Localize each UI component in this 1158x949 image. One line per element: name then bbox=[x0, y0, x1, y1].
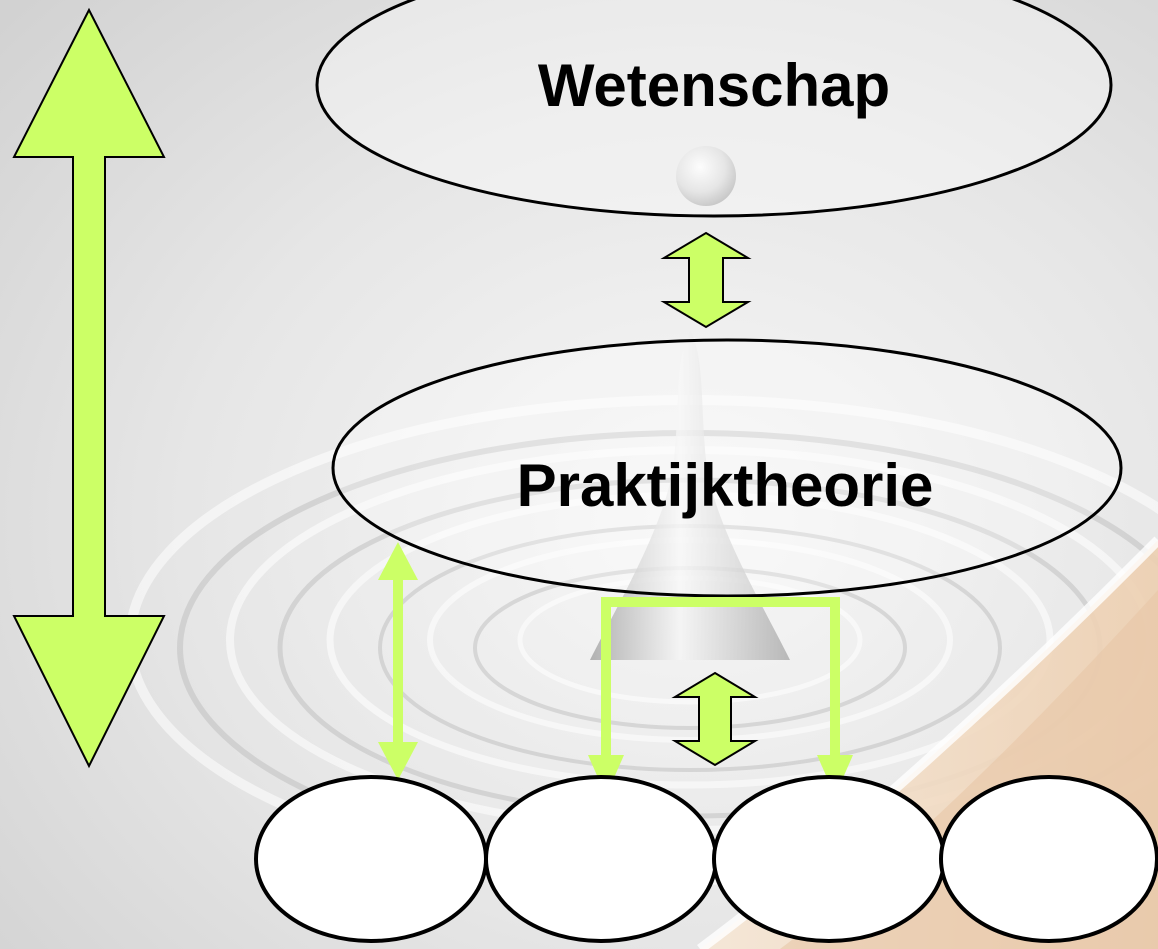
label-wetenschap: Wetenschap bbox=[538, 52, 890, 119]
ellipse-wetenschap bbox=[315, 0, 1113, 218]
double-arrow-bottom-center bbox=[671, 671, 759, 767]
water-drop-column bbox=[590, 146, 790, 660]
label-praktijktheorie: Praktijktheorie bbox=[517, 452, 934, 519]
bottom-ellipse-2 bbox=[484, 775, 718, 943]
water-drop bbox=[676, 146, 736, 206]
double-arrow-wetenschap-praktijktheorie bbox=[660, 231, 752, 329]
bottom-ellipse-4 bbox=[939, 775, 1158, 943]
node-praktijktheorie: Praktijktheorie bbox=[331, 338, 1123, 598]
bottom-ellipse-1 bbox=[254, 775, 488, 943]
thin-double-arrow-left bbox=[378, 542, 418, 780]
ellipse-praktijktheorie bbox=[331, 338, 1123, 598]
large-vertical-double-arrow bbox=[12, 7, 166, 769]
bottom-ellipse-3 bbox=[712, 775, 946, 943]
bottom-ellipse-row bbox=[254, 775, 1158, 943]
node-wetenschap: Wetenschap bbox=[315, 0, 1113, 218]
